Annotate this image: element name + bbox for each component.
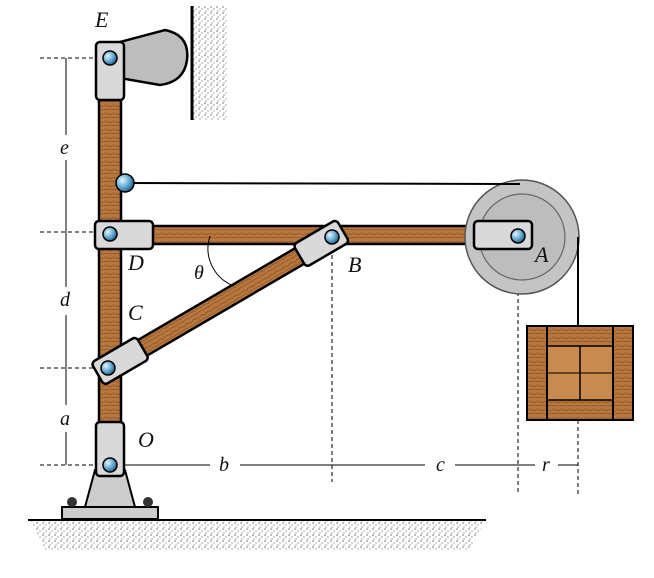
pin-d-icon bbox=[102, 226, 118, 242]
pin-a-icon bbox=[510, 228, 526, 244]
dim-d: d bbox=[60, 289, 71, 311]
bolt-icon bbox=[143, 497, 153, 507]
wall bbox=[192, 6, 228, 120]
vertical-post bbox=[97, 53, 123, 472]
pin-o-icon bbox=[102, 457, 118, 473]
pin-cable-icon bbox=[115, 173, 135, 193]
crate bbox=[526, 325, 634, 421]
bolt-icon bbox=[67, 497, 77, 507]
dim-r: r bbox=[542, 454, 550, 476]
dim-e: e bbox=[60, 137, 69, 159]
wall-mount-e bbox=[118, 28, 189, 87]
label-theta: θ bbox=[194, 262, 204, 284]
pin-c-icon bbox=[100, 360, 116, 376]
base-plate bbox=[61, 506, 159, 520]
cable-top bbox=[124, 182, 521, 185]
dim-a: a bbox=[60, 408, 70, 430]
label-e: E bbox=[94, 7, 109, 32]
pin-b-icon bbox=[324, 229, 340, 245]
label-d: D bbox=[127, 250, 144, 275]
label-b: B bbox=[348, 252, 361, 277]
pins bbox=[100, 50, 526, 473]
pin-e-icon bbox=[102, 50, 118, 66]
dim-c: c bbox=[436, 454, 445, 476]
ground bbox=[30, 520, 485, 550]
label-o: O bbox=[138, 427, 154, 452]
label-c: C bbox=[128, 300, 143, 325]
angle-arc bbox=[207, 235, 235, 287]
dim-b: b bbox=[219, 454, 229, 476]
label-a: A bbox=[533, 242, 549, 267]
